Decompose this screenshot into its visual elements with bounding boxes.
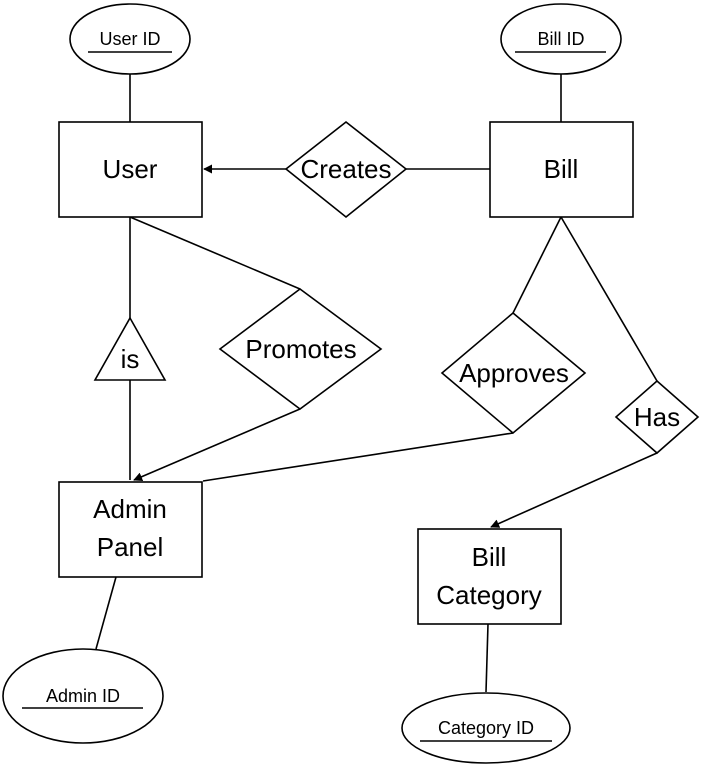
attribute-admin-id-oval: [2, 648, 164, 744]
entity-admin-panel-box: [58, 481, 203, 578]
specialization-is-triangle: [93, 316, 167, 381]
attribute-category-id-label: Category ID: [438, 718, 534, 738]
attribute-user-id-label: User ID: [99, 29, 160, 49]
entity-bill-category-label-line1: Bill: [472, 542, 507, 572]
entity-bill-label: Bill: [544, 154, 579, 184]
entity-user: User: [58, 121, 203, 218]
attribute-category-id: Category ID: [401, 692, 571, 764]
relationship-has-label: Has: [634, 402, 680, 432]
attribute-bill-id-oval: [500, 3, 622, 75]
attribute-bill-id-label: Bill ID: [537, 29, 584, 49]
attribute-admin-id: Admin ID: [2, 648, 164, 744]
relationship-creates: Creates: [284, 120, 408, 219]
entity-user-box: [58, 121, 203, 218]
edge-admin-adminid: [95, 576, 117, 650]
relationship-promotes-label: Promotes: [245, 334, 356, 364]
entity-admin-panel: Admin Panel: [58, 481, 203, 578]
edge-has-billcategory: [490, 452, 658, 528]
attribute-admin-id-label: Admin ID: [46, 686, 120, 706]
relationship-approves: Approves: [440, 311, 587, 435]
specialization-is-label: is: [121, 344, 140, 374]
edge-promotes-admin: [133, 408, 301, 481]
attribute-user-id-oval: [69, 3, 191, 75]
relationship-creates-diamond: [284, 120, 408, 219]
relationship-promotes-diamond: [218, 288, 383, 410]
edge-bill-has: [560, 216, 658, 382]
entity-bill-category: Bill Category: [417, 528, 562, 625]
entity-bill-box: [489, 121, 634, 218]
entity-user-label: User: [103, 154, 158, 184]
entity-bill: Bill: [489, 121, 634, 218]
relationship-has-diamond: [614, 379, 700, 455]
entity-admin-panel-label-line1: Admin: [93, 494, 167, 524]
connectors: [95, 74, 658, 693]
edge-billcategory-categoryid: [485, 623, 489, 693]
attribute-user-id: User ID: [69, 3, 191, 75]
relationship-promotes: Promotes: [218, 288, 383, 410]
specialization-is: is: [93, 316, 167, 381]
relationship-creates-label: Creates: [300, 154, 391, 184]
entity-bill-category-label-line2: Category: [436, 580, 542, 610]
relationship-approves-label: Approves: [459, 358, 569, 388]
relationship-approves-diamond: [440, 311, 587, 435]
attribute-bill-id: Bill ID: [500, 3, 622, 75]
edge-approves-admin: [202, 432, 514, 482]
entity-admin-panel-label-line2: Panel: [97, 532, 164, 562]
entity-bill-category-box: [417, 528, 562, 625]
relationship-has: Has: [614, 379, 700, 455]
attribute-category-id-oval: [401, 692, 571, 764]
edge-bill-approves: [512, 216, 562, 314]
edge-user-promotes: [129, 216, 301, 290]
